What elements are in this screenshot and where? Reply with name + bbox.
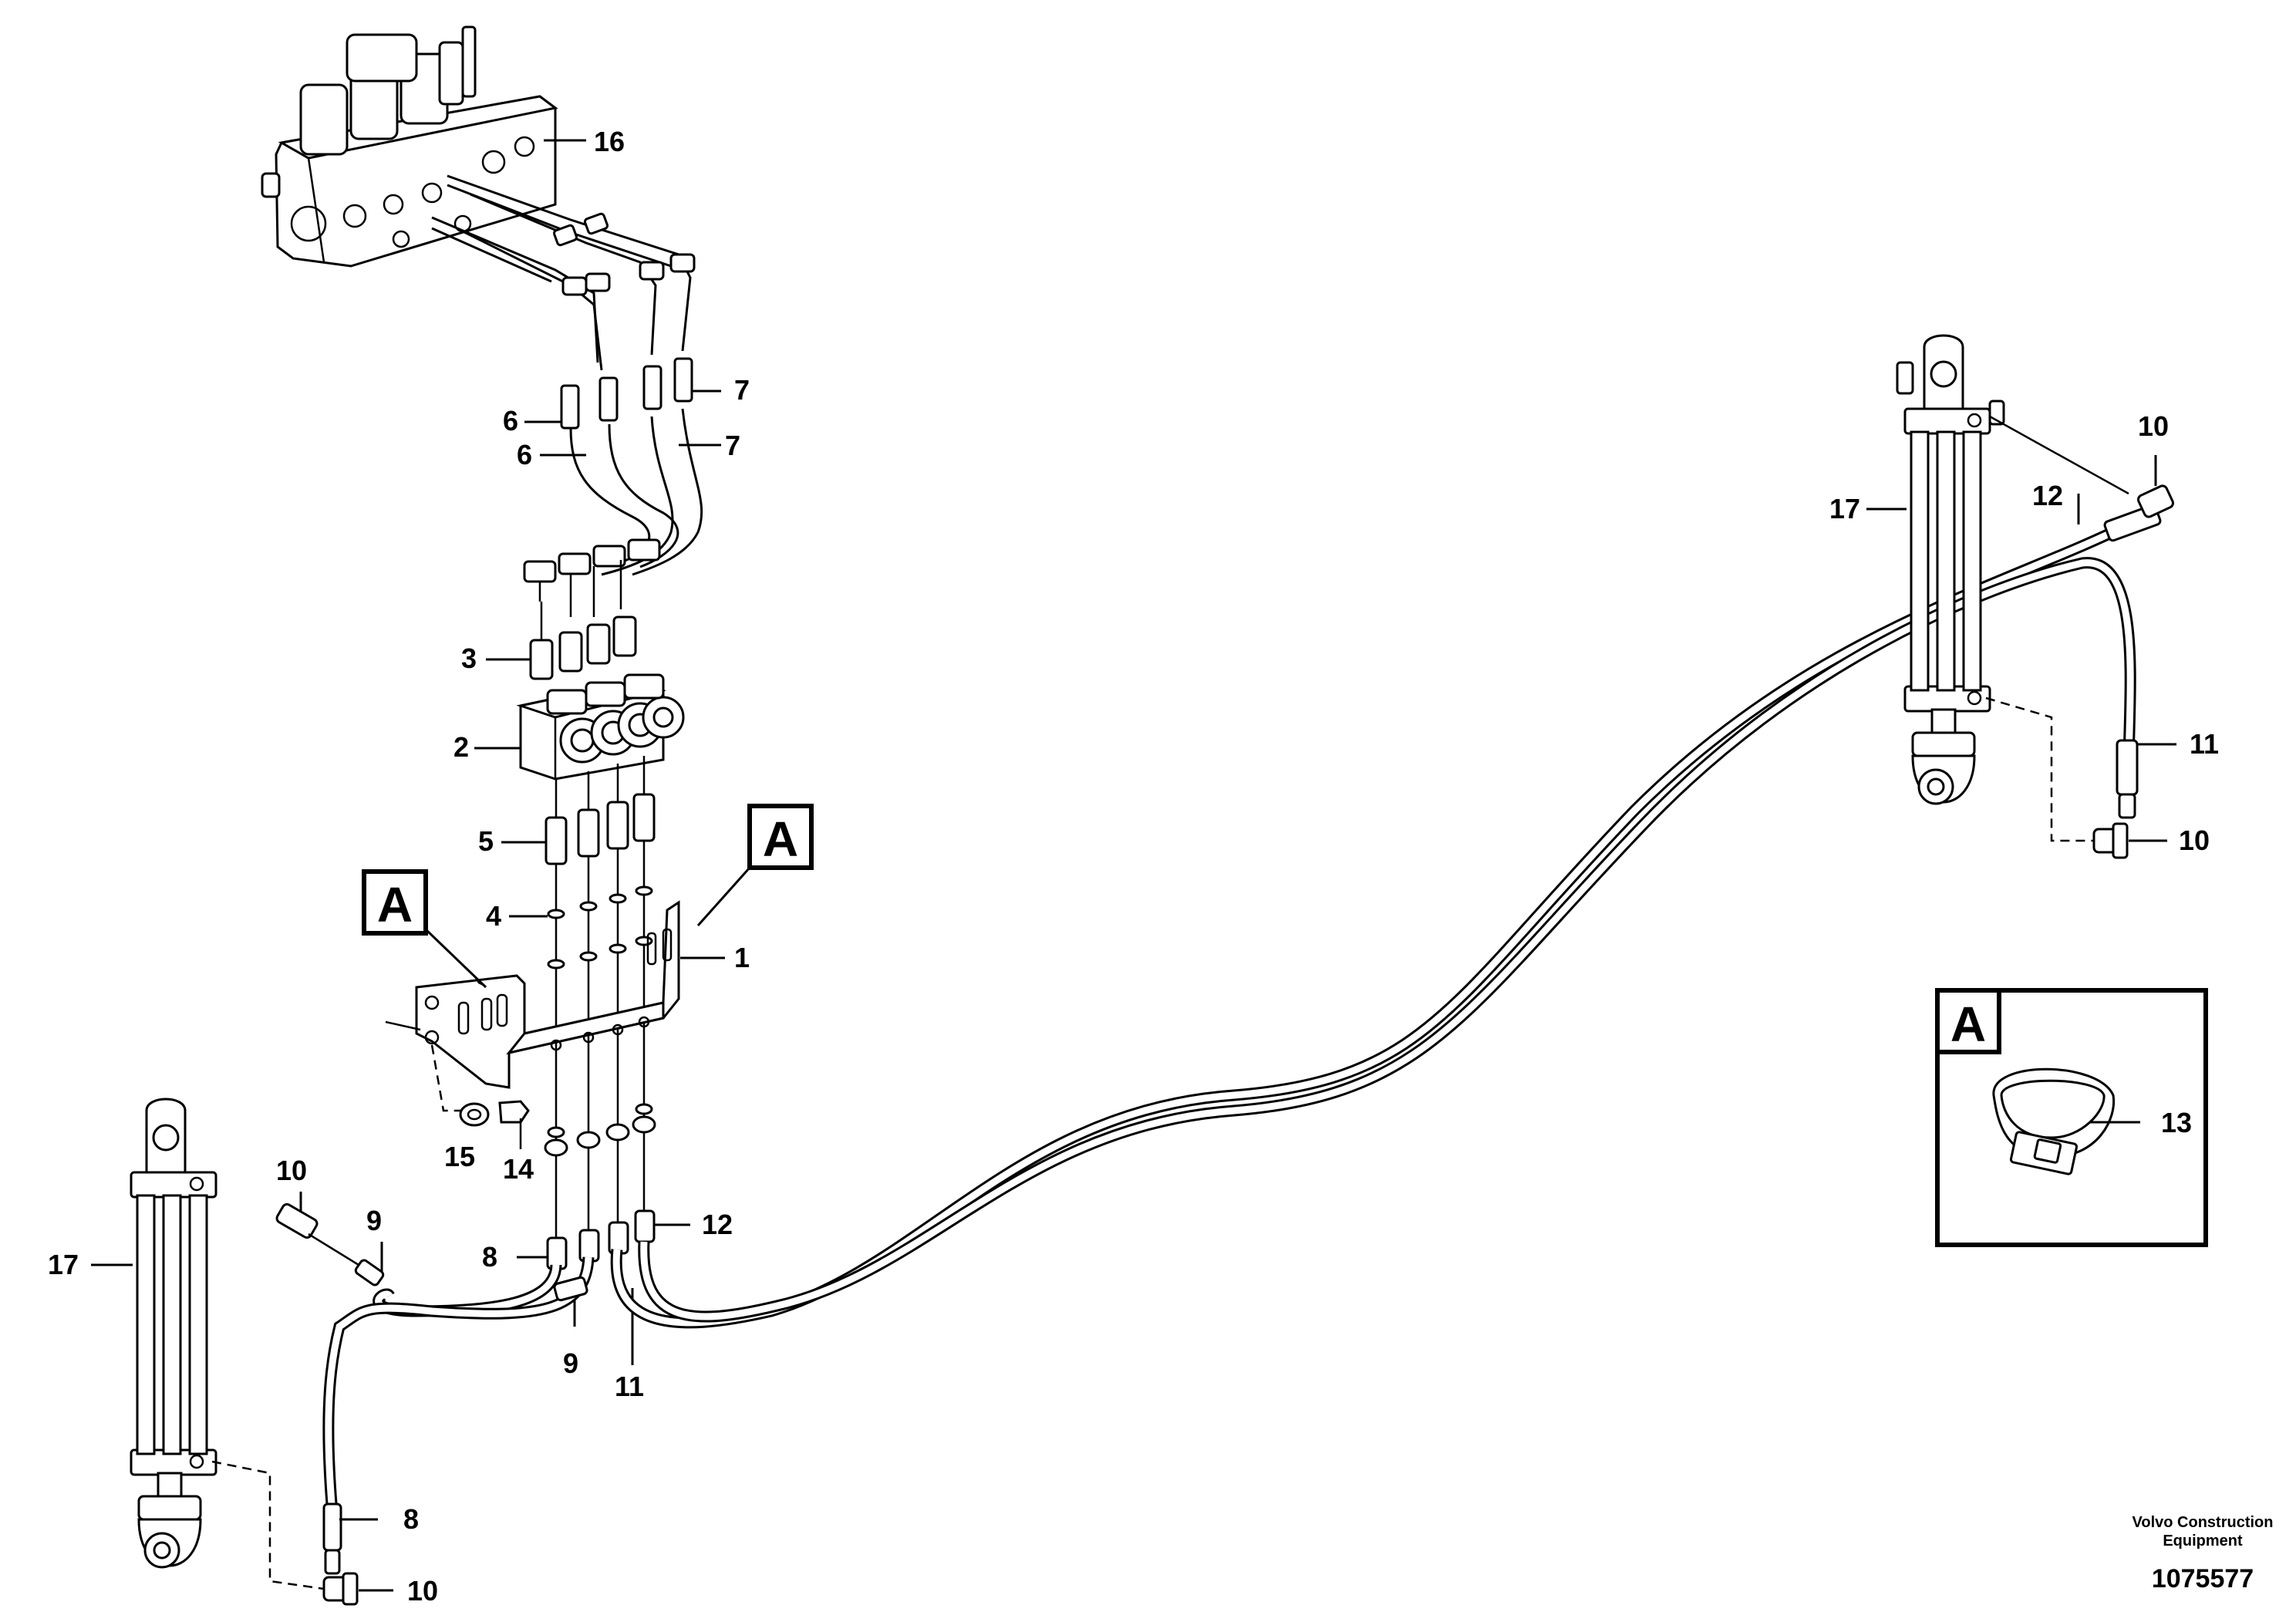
callout-8a: 8 bbox=[482, 1241, 497, 1273]
elbow-10-bottom-left[interactable] bbox=[322, 1572, 359, 1606]
washers-4[interactable] bbox=[547, 885, 653, 969]
callout-11a: 11 bbox=[2190, 728, 2219, 760]
solenoid-valves[interactable] bbox=[516, 673, 685, 781]
dash-right bbox=[1985, 696, 2098, 842]
callout-11b: 11 bbox=[615, 1371, 644, 1402]
callout-7a: 7 bbox=[734, 374, 750, 406]
callout-7b: 7 bbox=[725, 430, 740, 461]
callout-12a: 12 bbox=[702, 1209, 733, 1240]
callout-4: 4 bbox=[486, 900, 501, 932]
callout-6b: 6 bbox=[517, 439, 532, 470]
svg-text:13: 13 bbox=[2161, 1107, 2192, 1138]
callout-12b: 12 bbox=[2032, 480, 2063, 511]
callout-5: 5 bbox=[478, 825, 494, 857]
detail-marker-right: A bbox=[696, 804, 814, 926]
callout-16: 16 bbox=[594, 126, 625, 157]
fittings-5[interactable] bbox=[544, 756, 656, 865]
tee-fittings bbox=[523, 538, 661, 617]
clamp-13[interactable] bbox=[1992, 1067, 2116, 1175]
callout-2: 2 bbox=[453, 731, 469, 763]
cyl-top-line bbox=[1989, 415, 2129, 495]
callout-6a: 6 bbox=[503, 405, 518, 437]
callout-14: 14 bbox=[503, 1153, 534, 1185]
svg-text:A: A bbox=[763, 811, 798, 867]
detail-panel: A 13 bbox=[1935, 988, 2208, 1247]
dash-left bbox=[211, 1460, 325, 1590]
hose-ends bbox=[546, 1209, 656, 1270]
valve-tubes bbox=[431, 174, 696, 371]
detail-marker-left: A bbox=[362, 869, 487, 989]
callout-8b: 8 bbox=[403, 1503, 419, 1535]
callout-3: 3 bbox=[461, 642, 477, 674]
bracket-pass-lines bbox=[555, 841, 646, 1249]
lower-nuts bbox=[544, 1103, 656, 1157]
callout-10d: 10 bbox=[2179, 824, 2210, 856]
footer: Volvo Construction Equipment 1075577 bbox=[2132, 1514, 2274, 1593]
hoses-6-7 bbox=[560, 357, 703, 576]
publisher-line2: Equipment bbox=[2163, 1533, 2243, 1549]
long-hoses bbox=[610, 504, 2162, 1329]
left-cylinder[interactable] bbox=[130, 1098, 217, 1569]
callout-9a: 9 bbox=[366, 1205, 382, 1236]
bolt-and-washer[interactable] bbox=[430, 1044, 530, 1149]
svg-text:A: A bbox=[1950, 996, 1986, 1052]
callout-9b: 9 bbox=[563, 1347, 578, 1379]
fittings-3[interactable] bbox=[529, 602, 637, 680]
bracket[interactable] bbox=[385, 900, 680, 1089]
callout-labels: 16 6 6 7 7 3 2 5 4 1 15 14 10 9 8 12 9 1… bbox=[48, 126, 2219, 1607]
callout-17a: 17 bbox=[48, 1249, 79, 1280]
callout-10c: 10 bbox=[2138, 410, 2169, 442]
elbow-10-top-right[interactable] bbox=[2137, 484, 2175, 518]
elbow-10-bottom-right[interactable] bbox=[2092, 822, 2129, 859]
valve-block[interactable] bbox=[261, 25, 558, 268]
callout-1: 1 bbox=[734, 942, 750, 973]
callout-17b: 17 bbox=[1829, 493, 1860, 524]
document-number: 1075577 bbox=[2152, 1564, 2254, 1593]
svg-text:A: A bbox=[377, 877, 413, 932]
publisher-line1: Volvo Construction bbox=[2132, 1514, 2274, 1531]
callout-10b: 10 bbox=[407, 1575, 438, 1607]
callout-10a: 10 bbox=[276, 1155, 307, 1186]
right-cylinder[interactable] bbox=[1896, 334, 2005, 805]
left-hoses bbox=[275, 1202, 595, 1575]
callout-15: 15 bbox=[444, 1141, 475, 1172]
